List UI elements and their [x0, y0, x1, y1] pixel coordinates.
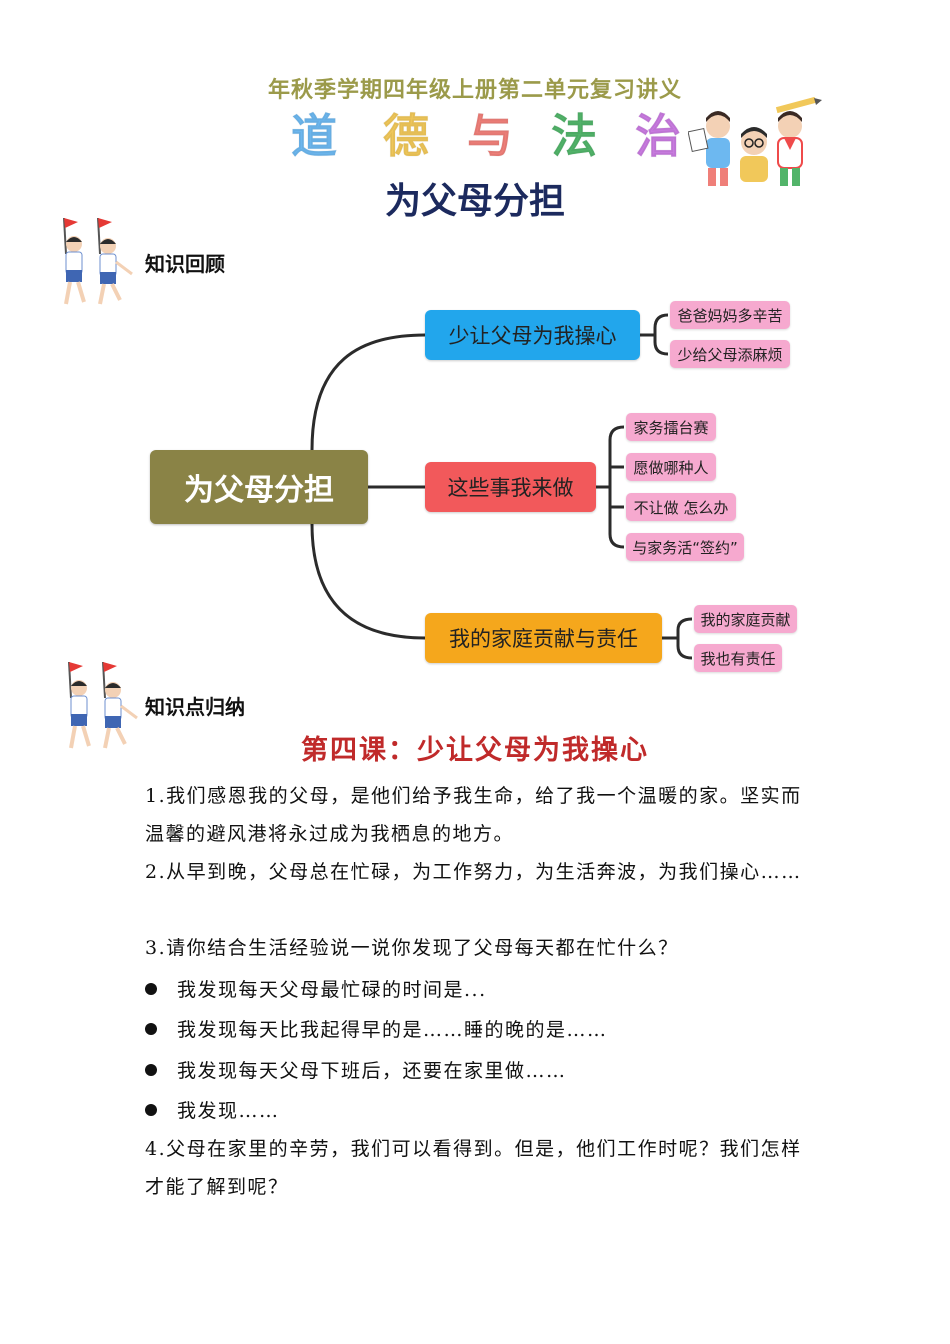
subject-char-4: 法	[551, 109, 598, 164]
mind-map-root: 为父母分担	[150, 450, 368, 524]
mind-map-leaf-2-4: 与家务活“签约”	[626, 533, 744, 561]
paragraph-1: 1.我们感恩我的父母，是他们给予我生命，给了我一个温暖的家。坚实而温馨的避风港将…	[145, 785, 802, 845]
mind-map-connectors	[310, 313, 693, 660]
mind-map-branch-2: 这些事我来做	[425, 462, 596, 512]
mind-map-leaf-3-2: 我也有责任	[694, 644, 782, 672]
mind-map: 为父母分担 少让父母为我操心 爸爸妈妈多辛苦 少给父母添麻烦 这些事我来做 家务…	[0, 290, 950, 680]
running-kids-icon	[63, 217, 133, 305]
mind-map-leaf-2-2: 愿做哪种人	[626, 453, 716, 481]
bullet-dot	[145, 1104, 157, 1116]
bullet-dot	[145, 983, 157, 995]
mind-map-leaf-1-2: 少给父母添麻烦	[670, 340, 790, 368]
bullet-text: 我发现每天比我起得早的是……睡的晚的是……	[177, 1019, 608, 1041]
subject-char-5: 治	[635, 109, 682, 164]
bullet-text: 我发现每天父母最忙碌的时间是...	[177, 979, 487, 1001]
lesson-title: 第四课：少让父母为我操心	[301, 735, 649, 766]
paragraph-2: 2.从早到晚，父母总在忙碌，为工作努力，为生活奔波，为我们操心……	[145, 861, 802, 883]
bullet-text: 我发现每天父母下班后，还要在家里做……	[177, 1060, 567, 1082]
mind-map-leaf-3-1: 我的家庭贡献	[694, 605, 797, 633]
paragraph-4: 4.父母在家里的辛劳，我们可以看得到。但是，他们工作时呢？我们怎样才能了解到呢？	[145, 1138, 802, 1198]
section-title-review: 知识回顾	[145, 252, 225, 276]
subject-char-1: 道	[291, 109, 338, 164]
paragraph-3: 3.请你结合生活经验说一说你发现了父母每天都在忙什么？	[145, 937, 679, 959]
mind-map-leaf-2-1: 家务擂台赛	[626, 413, 716, 441]
running-kids-icon-2	[68, 661, 138, 749]
subject-char-2: 德	[383, 109, 430, 164]
bullet-dot	[145, 1023, 157, 1035]
mind-map-branch-1: 少让父母为我操心	[425, 310, 640, 360]
mind-map-branch-3: 我的家庭贡献与责任	[425, 613, 662, 663]
bullet-item-4: 我发现……	[145, 1096, 280, 1123]
document-subtitle: 年秋季学期四年级上册第二单元复习讲义	[267, 78, 682, 103]
section-title-summary: 知识点归纳	[145, 695, 245, 719]
subject-char-3: 与	[467, 109, 514, 164]
bullet-text: 我发现……	[177, 1100, 280, 1122]
bullet-item-2: 我发现每天比我起得早的是……睡的晚的是……	[145, 1015, 608, 1042]
students-illustration	[688, 96, 822, 186]
subject-title: 道 德 与 法 治	[285, 100, 705, 164]
bullet-item-3: 我发现每天父母下班后，还要在家里做……	[145, 1056, 567, 1083]
mind-map-leaf-2-3: 不让做 怎么办	[626, 493, 736, 521]
mind-map-leaf-1-1: 爸爸妈妈多辛苦	[670, 301, 790, 329]
bullet-dot	[145, 1064, 157, 1076]
bullet-item-1: 我发现每天父母最忙碌的时间是...	[145, 975, 487, 1002]
page-title: 为父母分担	[384, 181, 565, 222]
